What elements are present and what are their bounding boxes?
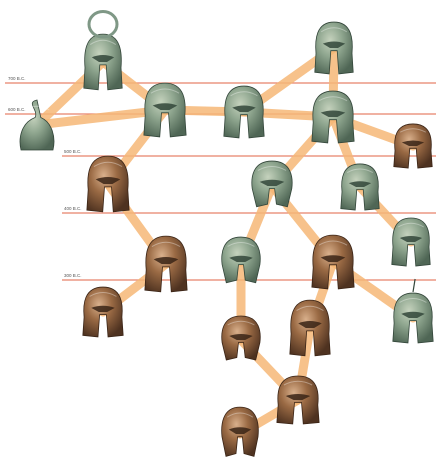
helmet-illyrian-early <box>144 83 186 137</box>
helmet-illyrian-crest <box>84 12 122 90</box>
helmet-chalcidian-lower <box>222 316 261 360</box>
era-label: 600 B.C. <box>8 107 26 112</box>
helmet-corinthian-right <box>83 287 123 337</box>
helmet-pilos-bottom <box>277 376 319 424</box>
helmet-corinthian-dark <box>394 124 432 168</box>
helmet-corinthian-early <box>87 156 129 212</box>
era-label: 400 B.C. <box>64 206 82 211</box>
helmet-corinthian-mid <box>224 86 264 138</box>
era-label: 500 B.C. <box>64 149 82 154</box>
helmet-chalcidian-b <box>341 164 379 210</box>
era-label: 300 B.C. <box>64 273 82 278</box>
helmet-thracian-bottom <box>222 407 259 456</box>
helmet-corinthian-late <box>312 91 354 143</box>
helmet-chalcidian-a <box>252 161 292 207</box>
helmet-phrygian-crested <box>392 218 430 266</box>
helmet-attic-left <box>145 236 187 292</box>
era-label: 700 B.C. <box>8 76 26 81</box>
helmet-phrygian-right <box>393 279 433 343</box>
helmet-attic-mid <box>312 235 354 289</box>
